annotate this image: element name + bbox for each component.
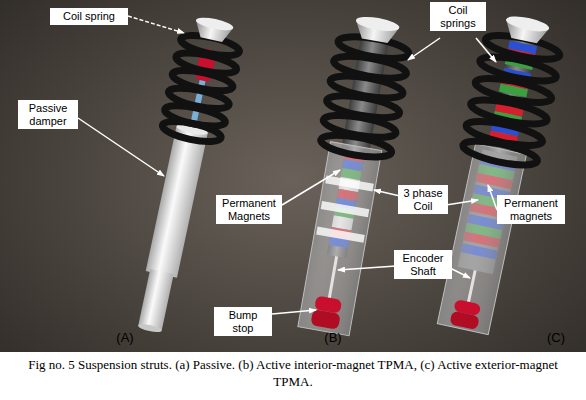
damper-end xyxy=(138,323,163,334)
leader-arrow xyxy=(450,268,470,278)
leader-arrow xyxy=(128,16,184,33)
spring-coil xyxy=(461,136,539,169)
label-box: Encoder Shaft xyxy=(394,250,452,279)
panel-label: (B) xyxy=(316,330,350,345)
top-mount-plate xyxy=(505,14,551,35)
leader-arrow xyxy=(408,38,440,60)
outer-sleeve xyxy=(437,144,526,335)
part-label: Permanent Magnets xyxy=(219,197,279,222)
leader-arrow xyxy=(78,118,164,176)
label-box: Bump stop xyxy=(214,307,272,336)
bump-stop xyxy=(310,309,340,330)
label-box: Permanent Magnets xyxy=(216,195,282,224)
label-box: Coil springs xyxy=(430,2,486,31)
top-mount-plate xyxy=(195,15,234,33)
part-label: Encoder Shaft xyxy=(397,252,449,277)
bump-stop xyxy=(449,311,479,331)
leader-arrow xyxy=(488,185,497,210)
figure-caption: Fig no. 5 Suspension struts. (a) Passive… xyxy=(0,352,586,400)
interior-magnet-strut xyxy=(287,12,415,338)
part-label: 3 phase Coil xyxy=(401,187,445,212)
leader-arrow xyxy=(374,190,400,196)
spring-coil xyxy=(319,131,393,161)
label-box: 3 phase Coil xyxy=(398,185,448,214)
panel-label: (C) xyxy=(539,330,573,345)
leader-arrow xyxy=(338,266,396,270)
coil-band xyxy=(316,227,365,243)
coil-band xyxy=(321,201,370,217)
leader-arrow xyxy=(476,38,496,62)
part-label: Passive damper xyxy=(21,102,75,127)
part-label: Coil springs xyxy=(433,4,483,29)
damper-lower xyxy=(138,269,174,331)
label-box: Passive damper xyxy=(18,100,78,129)
leader-arrow xyxy=(272,310,316,314)
leader-arrow xyxy=(282,170,340,205)
exterior-magnet-strut xyxy=(425,10,567,337)
leader-arrows xyxy=(78,16,497,314)
passive-strut xyxy=(119,13,246,338)
panel-label: (A) xyxy=(108,330,142,345)
part-label: Permanent magnets xyxy=(500,197,562,222)
label-box: Coil spring xyxy=(50,8,128,25)
spring-coil xyxy=(161,117,223,145)
damper-body xyxy=(146,126,208,277)
part-label: Bump stop xyxy=(217,309,269,334)
part-label: Coil spring xyxy=(53,10,125,23)
top-mount-plate xyxy=(355,14,400,33)
coil-band xyxy=(325,175,374,191)
label-box: Permanent magnets xyxy=(497,195,565,224)
leader-arrow xyxy=(446,200,478,205)
